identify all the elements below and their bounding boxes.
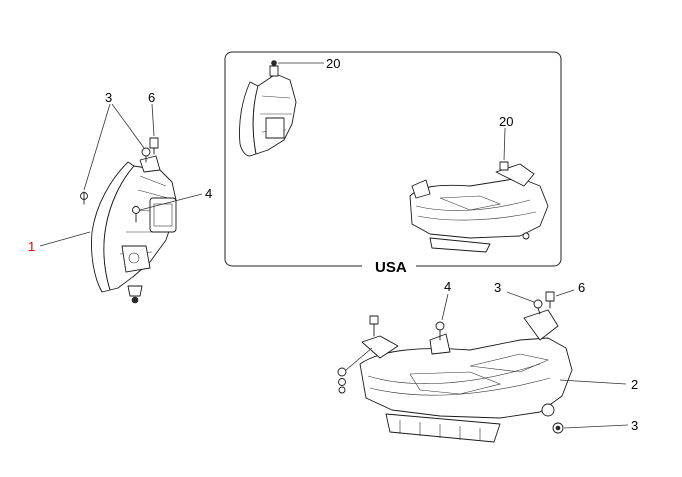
leader-6a	[151, 103, 155, 137]
leader-1	[39, 231, 91, 247]
callout-20-right: 20	[499, 114, 513, 129]
leader-4b	[441, 293, 449, 321]
usa-region-label: USA	[375, 259, 407, 276]
callout-3: 3	[494, 280, 501, 295]
screw-3-right-bottom	[552, 422, 564, 434]
callout-2: 2	[631, 377, 638, 392]
screw-4-right	[435, 321, 445, 341]
right-headlamp-assembly	[337, 291, 573, 443]
callout-6: 6	[578, 280, 585, 295]
clip-6-left	[149, 137, 159, 155]
leader-4a	[139, 193, 203, 211]
usa-label-backdrop	[362, 258, 416, 274]
leader-3a-top	[111, 103, 145, 149]
callout-4: 4	[205, 186, 212, 201]
leader-6b	[555, 289, 575, 297]
fasteners-left-stack	[337, 367, 347, 394]
callout-1: 1	[28, 239, 35, 254]
leader-20b	[503, 127, 506, 161]
callout-3: 3	[105, 90, 112, 105]
left-headlamp-assembly	[80, 137, 177, 304]
callout-6: 6	[148, 90, 155, 105]
leader-3a-side	[83, 103, 111, 191]
clip-6-right	[545, 291, 555, 309]
screw-3-left-top	[141, 147, 151, 163]
screw-4-left	[132, 206, 140, 223]
callout-20-top: 20	[326, 56, 340, 71]
leader-2	[559, 379, 627, 385]
screw-3-right-top	[533, 299, 543, 315]
leader-3b	[506, 291, 535, 303]
screw-3-left-side	[80, 191, 88, 205]
usa-headlamp-side	[239, 60, 297, 157]
usa-headlamp-front	[409, 161, 549, 253]
leader-left-stack	[345, 347, 373, 371]
callout-4: 4	[444, 279, 451, 294]
clip-top	[369, 315, 379, 325]
leader-3c	[563, 424, 629, 429]
callout-3: 3	[631, 418, 638, 433]
